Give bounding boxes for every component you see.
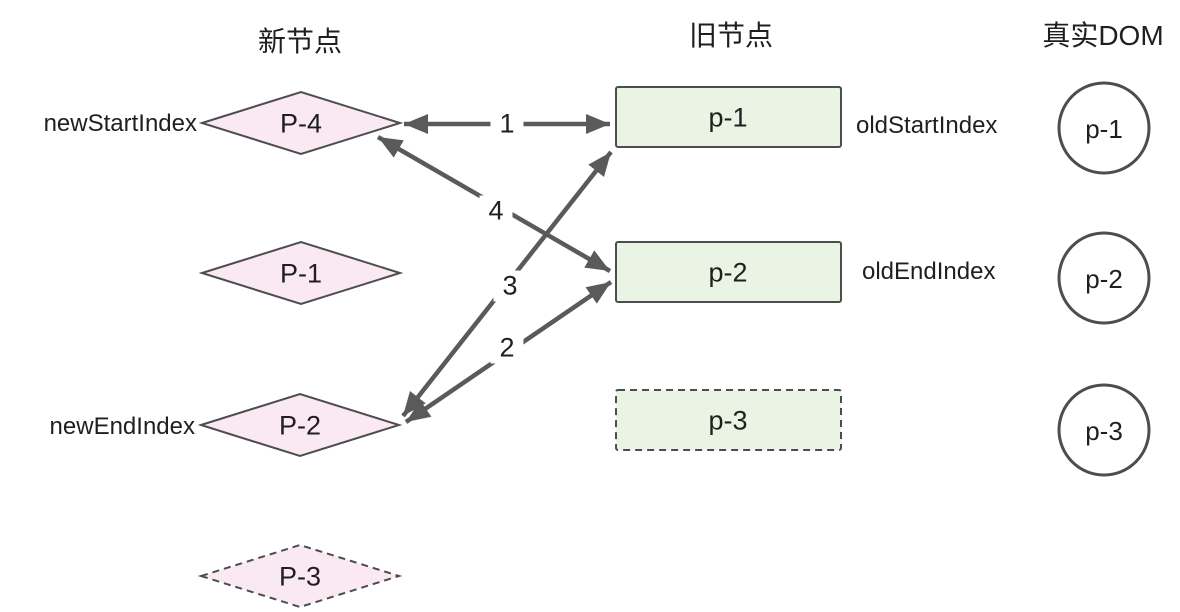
new-node-diamond-P-4 bbox=[198, 90, 404, 156]
new-node-label-P-4: P-4 bbox=[279, 108, 323, 139]
dom-circle-p-2 bbox=[1057, 231, 1151, 325]
pointer-label-newStartIndex: newStartIndex bbox=[43, 110, 197, 137]
old-node-box-p-3-dashed bbox=[615, 389, 842, 451]
new-node-diamond-P-2 bbox=[197, 392, 403, 458]
arrow-label-1: 1 bbox=[490, 108, 524, 140]
old-node-label-p-3: p-3 bbox=[708, 405, 748, 436]
old-node-box-p-1 bbox=[615, 86, 842, 148]
old-node-label-p-1: p-1 bbox=[708, 102, 748, 133]
dom-label-p-3: p-3 bbox=[1085, 416, 1123, 446]
pointer-label-oldEndIndex: oldEndIndex bbox=[862, 258, 996, 285]
arrow-label-2: 2 bbox=[490, 332, 524, 364]
new-node-label-P-2: P-2 bbox=[278, 410, 322, 441]
arrow-label-3: 3 bbox=[493, 270, 527, 302]
pointer-label-newEndIndex: newEndIndex bbox=[49, 413, 195, 440]
column-title-old-nodes: 旧节点 bbox=[688, 20, 774, 51]
dom-label-p-2: p-2 bbox=[1085, 264, 1123, 294]
dom-label-p-1: p-1 bbox=[1085, 114, 1123, 144]
new-node-diamond-P-1 bbox=[198, 240, 404, 306]
pointer-label-oldStartIndex: oldStartIndex bbox=[856, 112, 998, 139]
old-node-box-p-2 bbox=[615, 241, 842, 303]
new-node-label-P-3: P-3 bbox=[278, 561, 322, 592]
column-title-new-nodes: 新节点 bbox=[257, 26, 343, 57]
new-node-diamond-P-3-dashed bbox=[197, 543, 403, 609]
column-title-real-dom: 真实DOM bbox=[1042, 20, 1164, 51]
dom-circle-p-1 bbox=[1057, 81, 1151, 175]
new-node-label-P-1: P-1 bbox=[279, 258, 323, 289]
arrow-label-4: 4 bbox=[479, 195, 513, 227]
old-node-label-p-2: p-2 bbox=[708, 257, 748, 288]
dom-circle-p-3 bbox=[1057, 383, 1151, 477]
